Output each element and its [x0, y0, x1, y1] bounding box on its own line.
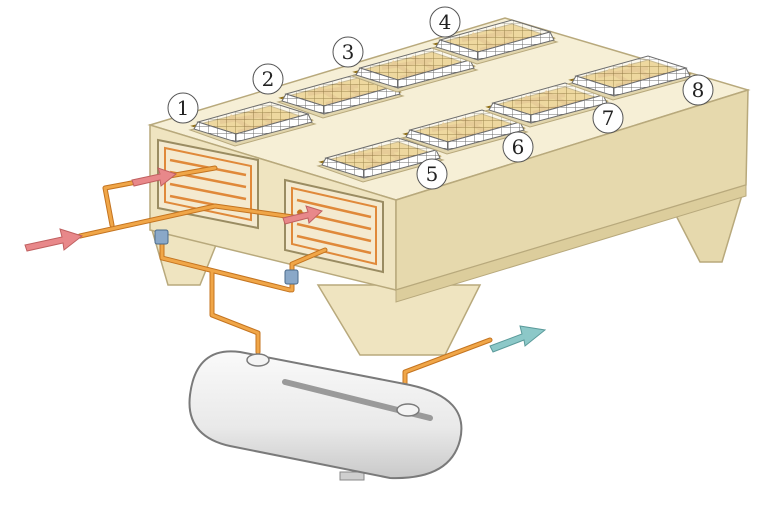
fan-number-label: 1 — [177, 96, 190, 120]
fan-number-callouts: 1 2 3 4 5 6 7 8 — [167, 6, 714, 190]
fan-unit-5 — [316, 137, 445, 183]
fan-number-label: 8 — [692, 78, 705, 102]
callout-circle — [252, 63, 284, 95]
fan-callout-5: 5 — [416, 158, 448, 190]
fan-unit-8 — [566, 55, 695, 101]
callout-circle — [682, 74, 714, 106]
outlet-arrow — [489, 325, 547, 353]
valves — [154, 229, 299, 285]
fan-number-label: 3 — [342, 40, 355, 64]
tank-inlet-port — [246, 353, 270, 367]
tank-outlet-port — [396, 403, 420, 417]
flow-arrows — [24, 167, 547, 353]
fan-unit-1 — [188, 101, 317, 147]
tank-body — [188, 350, 463, 480]
inlet-arrow-lower — [282, 205, 323, 225]
fan-unit-6 — [400, 109, 529, 155]
fan-number-label: 7 — [602, 106, 615, 130]
callout-circle — [416, 158, 448, 190]
fan-units — [188, 19, 695, 183]
support-legs — [151, 184, 747, 356]
valve-left — [154, 229, 169, 245]
fan-callout-6: 6 — [502, 131, 534, 163]
callout-circle — [167, 92, 199, 124]
inlet-arrow-upper — [131, 167, 178, 187]
callout-circle — [502, 131, 534, 163]
coil-panel-right — [284, 178, 384, 274]
callout-circle — [429, 6, 461, 38]
fan-callout-2: 2 — [252, 63, 284, 95]
fan-number-label: 5 — [426, 162, 439, 186]
fan-callout-7: 7 — [592, 102, 624, 134]
fan-callout-4: 4 — [429, 6, 461, 38]
inlet-arrow-main — [24, 228, 84, 252]
tank-foot-right — [339, 471, 365, 481]
fan-unit-7 — [483, 82, 612, 128]
fan-number-label: 6 — [512, 135, 525, 159]
housing-base-band — [395, 184, 747, 303]
fan-callout-1: 1 — [167, 92, 199, 124]
fan-number-label: 4 — [439, 10, 452, 34]
receiver-tank — [188, 350, 463, 481]
fan-unit-3 — [350, 47, 479, 93]
fan-callout-8: 8 — [682, 74, 714, 106]
callout-circle — [592, 102, 624, 134]
fan-callout-3: 3 — [332, 36, 364, 68]
fan-number-label: 2 — [262, 67, 275, 91]
valve-right — [284, 269, 299, 285]
refrigerant-piping — [77, 165, 493, 413]
fan-unit-4 — [430, 19, 559, 65]
callout-circle — [332, 36, 364, 68]
